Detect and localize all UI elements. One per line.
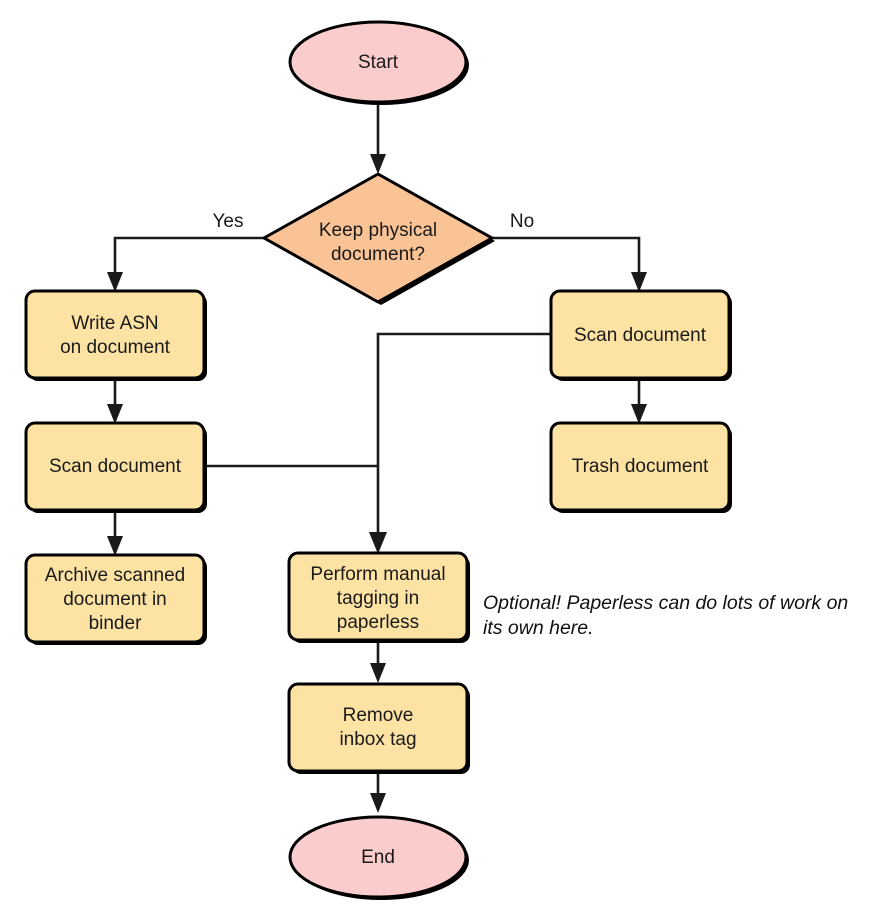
node-trash-label: Trash document [572,456,709,477]
edge-start-to-keep [370,103,386,174]
node-write-asn[interactable]: Write ASN on document [24,289,207,381]
node-scan-right-shape [549,289,731,380]
node-trash-shape [549,421,731,512]
edge-keep-to-write-asn [107,236,264,292]
edge-keep-to-scan-right [492,236,647,292]
node-end-label: End [361,847,395,868]
node-tagging-label-line3: paperless [337,612,419,633]
node-remove-tag-label-line2: inbox tag [339,729,416,750]
node-write-asn-label-line1: Write ASN [71,313,158,334]
node-tagging-shape [287,551,469,642]
node-write-asn-label-line2: on document [60,337,171,358]
edge-label-yes: Yes [213,211,244,232]
node-tagging-label-line1: Perform manual [310,564,445,585]
node-trash-document[interactable]: Trash document [549,421,732,513]
edge-label-no: No [510,211,534,232]
annotation-line1: Optional! Paperless can do lots of work … [483,592,848,614]
node-keep-label-line2: document? [331,244,425,265]
node-keep-label-line1: Keep physical [319,220,437,241]
node-remove-tag-label-line1: Remove [343,705,414,726]
node-archive-label-line3: binder [89,613,142,634]
node-start-shape [288,20,468,104]
node-scan-left-label: Scan document [49,456,182,477]
annotation-optional-paperless: Optional! Paperless can do lots of work … [483,592,848,639]
node-remove-inbox-tag[interactable]: Remove inbox tag [287,682,470,774]
node-archive-label-line2: document in [63,589,167,610]
node-tagging-label-line2: tagging in [337,588,419,609]
node-keep-shape [262,172,494,304]
node-scan-document-right[interactable]: Scan document [549,289,732,381]
edges-layer [107,103,647,813]
node-scan-left-shape [24,421,206,512]
node-archive-shape [24,553,206,644]
node-end[interactable]: End [288,815,469,900]
edge-tagging-to-remove-tag [370,643,386,683]
node-start[interactable]: Start [288,20,469,105]
edge-scan-left-to-archive [107,511,123,556]
node-remove-tag-shape [287,682,469,773]
node-scan-right-label: Scan document [574,325,707,346]
annotation-line2: its own here. [483,617,594,639]
node-archive-label-line1: Archive scanned [45,565,185,586]
edge-scan-right-to-trash [631,379,647,424]
node-manual-tagging[interactable]: Perform manual tagging in paperless [287,551,470,643]
edge-remove-tag-to-end [370,772,386,813]
node-keep-physical-document[interactable]: Keep physical document? [262,172,495,305]
node-end-shape [288,815,468,899]
edge-labels-layer: Yes No [213,211,535,232]
node-scan-document-left[interactable]: Scan document [24,421,207,513]
node-write-asn-shape [24,289,206,380]
node-archive-binder[interactable]: Archive scanned document in binder [24,553,207,645]
edge-write-asn-to-scan-left [107,379,123,424]
edge-scan-right-to-tagging [369,332,551,554]
node-start-label: Start [358,52,399,73]
